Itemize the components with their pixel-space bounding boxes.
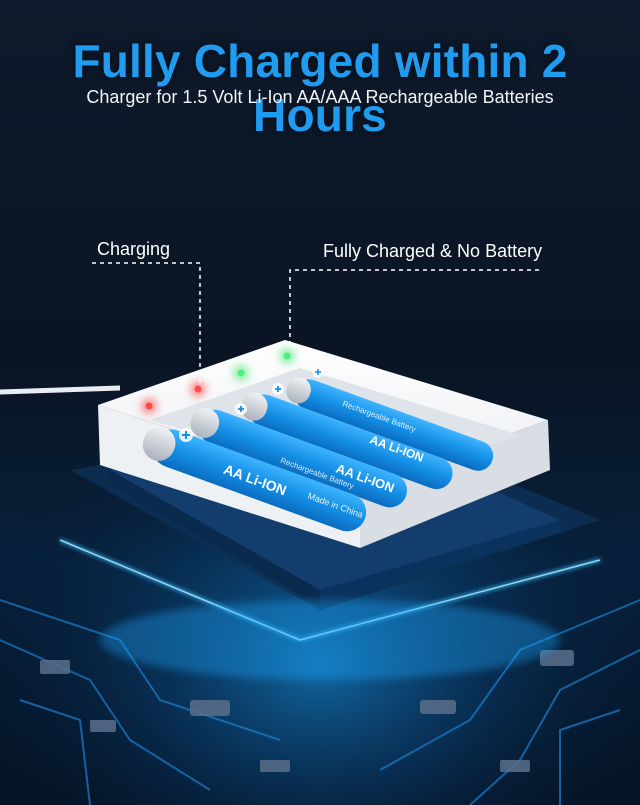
green-led-icon xyxy=(233,365,249,381)
callout-fully-charged: Fully Charged & No Battery xyxy=(323,241,543,261)
plus-icon xyxy=(179,428,193,442)
battery-brand-label-3: AA Li-ION xyxy=(368,432,426,464)
green-led-icon xyxy=(279,348,295,364)
callout-charging: Charging xyxy=(97,239,171,259)
callout-lines xyxy=(92,262,540,385)
plus-icon xyxy=(272,383,284,395)
battery-origin-label: Made in China xyxy=(306,491,364,520)
subheadline: Charger for 1.5 Volt Li-Ion AA/AAA Recha… xyxy=(86,87,554,107)
status-leds xyxy=(141,348,295,414)
battery-note-label-2: Rechargeable Battery xyxy=(341,399,417,434)
red-led-icon xyxy=(141,398,157,414)
plus-icon xyxy=(312,366,324,378)
red-led-icon xyxy=(190,381,206,397)
usb-cable xyxy=(0,385,121,395)
plus-icon xyxy=(235,403,247,415)
batteries xyxy=(142,377,494,532)
battery-brand-label: AA Li-ION xyxy=(222,461,289,498)
headline: Fully Charged within 2 Hours xyxy=(72,35,568,141)
